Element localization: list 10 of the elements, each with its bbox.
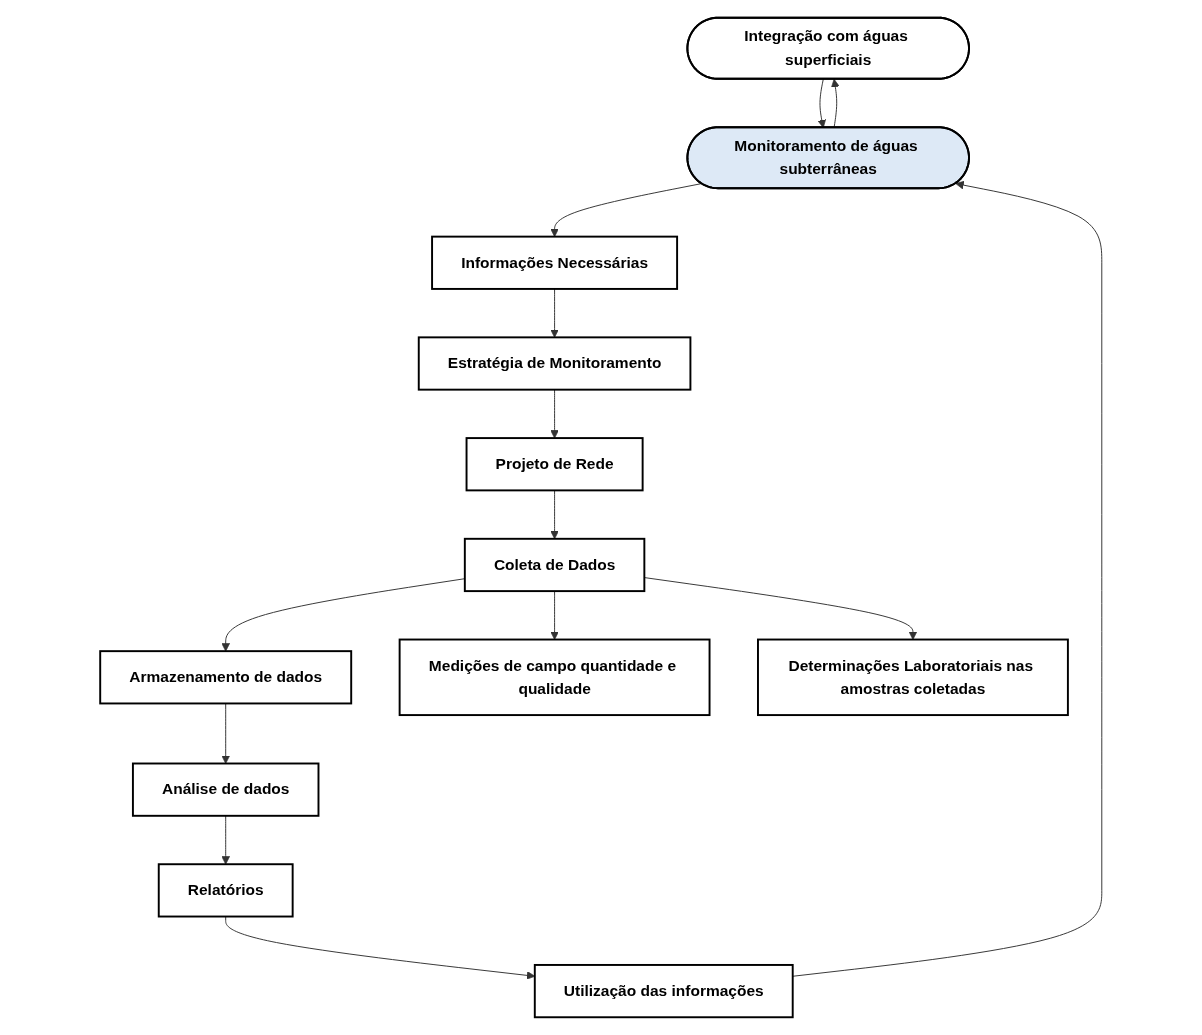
node-box: Relatórios [157,863,294,918]
node-box: Análise de dados [131,762,320,817]
node-box: Projeto de Rede [465,437,644,492]
node-box: Medições de campo quantidade e qualidade [398,638,711,717]
node-box: Armazenamento de dados [99,650,353,705]
node-box: Estratégia de Monitoramento [417,336,692,391]
node-box: Determinações Laboratoriais nas amostras coletadas [757,638,1069,717]
node-box: Coleta de Dados [463,537,646,593]
node-box: Utilização das informações [533,964,794,1019]
node-box: Informações Necessárias [431,235,679,290]
